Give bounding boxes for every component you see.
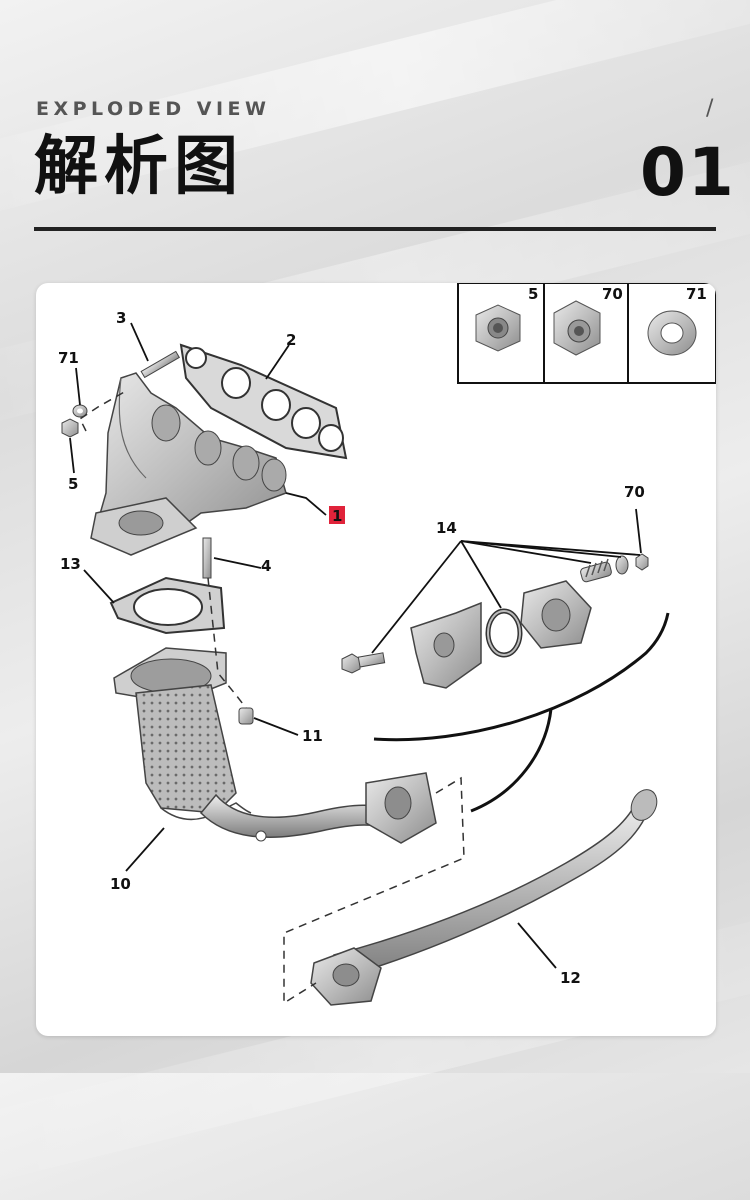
- manifold-gasket: [179, 343, 348, 460]
- page-title: 解析图: [34, 130, 244, 204]
- assembly-lines: [79, 390, 465, 1005]
- stud-4: [202, 537, 212, 579]
- callout-2: 2: [286, 331, 296, 349]
- title-rule: [34, 227, 716, 231]
- callout-5: 5: [68, 475, 78, 493]
- clamp-bracket: [410, 601, 482, 689]
- diagram-card: 5 70 71: [36, 283, 716, 1036]
- flange-nut-icon: [475, 304, 521, 352]
- clamp-bolt: [341, 652, 386, 674]
- washer-icon: [647, 310, 697, 356]
- leader-lines: [69, 322, 642, 969]
- callout-12: 12: [560, 969, 581, 987]
- inset-label-5: 5: [528, 285, 538, 303]
- nut-5: [61, 418, 79, 438]
- section-eyebrow: EXPLODED VIEW: [36, 98, 271, 120]
- callout-13: 13: [60, 555, 81, 573]
- eyebrow-slash: /: [706, 96, 714, 121]
- callout-1-highlight: [329, 506, 345, 524]
- intermediate-pipe: [310, 789, 658, 1006]
- callout-10: 10: [110, 875, 131, 893]
- page-number: 01: [640, 134, 736, 211]
- clamp-detail: [341, 553, 670, 813]
- catalytic-converter: [113, 647, 252, 821]
- callout-71: 71: [58, 349, 79, 367]
- callout-1: 1: [332, 507, 342, 525]
- exploded-diagram: 5 70 71: [58, 283, 716, 1006]
- front-pipe: [199, 772, 437, 844]
- stud-3: [140, 350, 181, 379]
- exhaust-manifold: [90, 372, 287, 556]
- callout-11: 11: [302, 727, 323, 745]
- inset-label-71: 71: [686, 285, 707, 303]
- nut-70: [635, 553, 649, 571]
- fastener-inset: 5 70 71: [457, 283, 716, 384]
- hex-nut-icon: [553, 300, 601, 356]
- converter-gasket: [109, 576, 226, 635]
- washer-14: [615, 555, 629, 575]
- spring-14: [580, 558, 612, 583]
- callout-70: 70: [624, 483, 645, 501]
- callout-14: 14: [436, 519, 457, 537]
- callout-4: 4: [261, 557, 271, 575]
- sealing-ring: [485, 608, 523, 658]
- inset-label-70: 70: [602, 285, 623, 303]
- callout-3: 3: [116, 309, 126, 327]
- nut-11: [238, 707, 254, 725]
- pipe-flange: [520, 580, 592, 649]
